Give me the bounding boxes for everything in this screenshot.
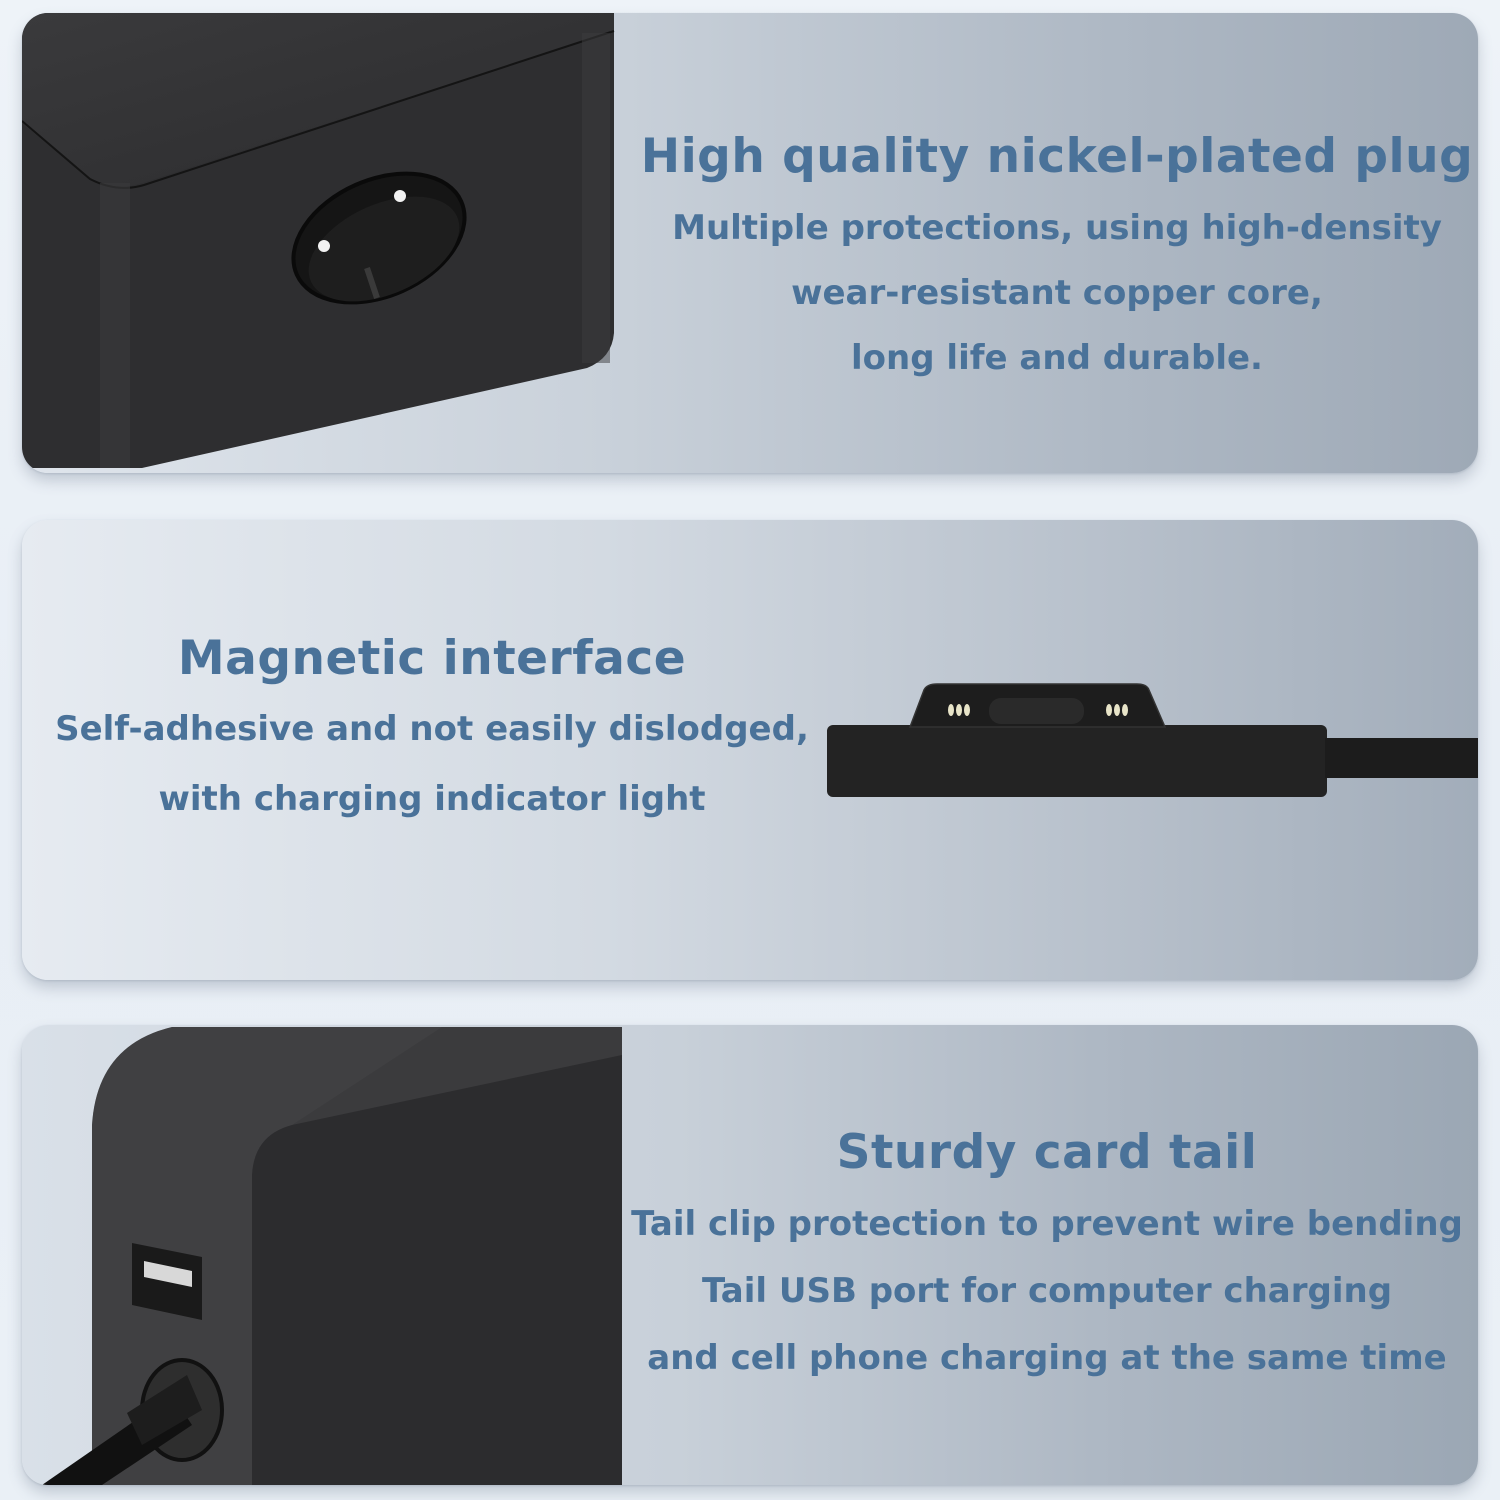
card-tail-feature-text: Sturdy card tail Tail clip protection to… [612,1115,1478,1392]
plug-feature-line: wear-resistant copper core, [791,273,1323,313]
feature-panel-card-tail: Sturdy card tail Tail clip protection to… [22,1025,1478,1485]
plug-feature-title: High quality nickel-plated plug [640,129,1474,184]
magnetic-feature-title: Magnetic interface [177,631,687,686]
plug-feature-line: Multiple protections, using high-density [672,208,1442,248]
magnetic-connector-image [827,683,1478,797]
feature-panel-magnetic: Magnetic interface Self-adhesive and not… [22,520,1478,980]
plug-feature-line: long life and durable. [851,338,1263,378]
card-tail-feature-line: and cell phone charging at the same time [647,1338,1447,1378]
plug-feature-text: High quality nickel-plated plug Multiple… [632,118,1478,391]
magnetic-feature-line: with charging indicator light [158,779,706,819]
card-tail-feature-line: Tail USB port for computer charging [701,1271,1393,1311]
magnetic-feature-line: Self-adhesive and not easily dislodged, [55,709,809,749]
feature-panel-plug: High quality nickel-plated plug Multiple… [22,13,1478,473]
adapter-usb-port-image [42,1027,622,1485]
magnetic-feature-text: Magnetic interface Self-adhesive and not… [22,624,842,834]
card-tail-feature-line: Tail clip protection to prevent wire ben… [631,1204,1463,1244]
ac-inlet-plug-image [22,13,615,468]
card-tail-feature-title: Sturdy card tail [836,1125,1258,1180]
